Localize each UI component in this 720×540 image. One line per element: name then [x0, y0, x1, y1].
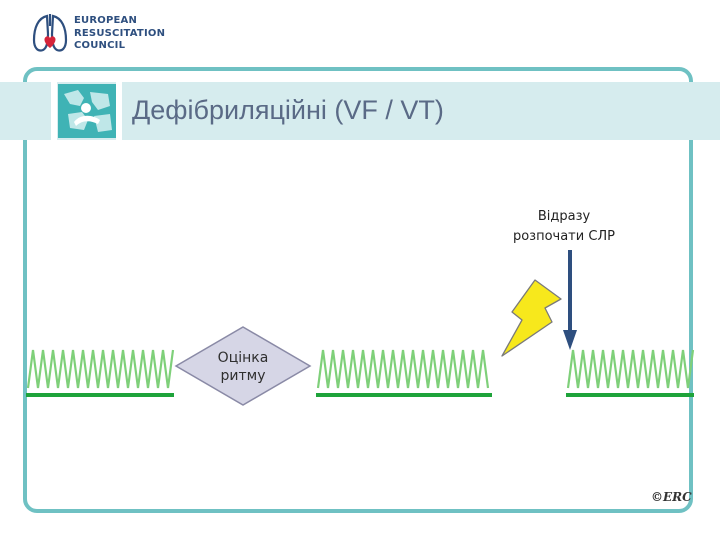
fibrillation-wave-icon: [566, 349, 695, 389]
start-cpr-line-1: Відразу: [537, 209, 591, 224]
baseline: [26, 393, 174, 397]
baseline: [316, 393, 492, 397]
erc-logo: EUROPEAN RESUSCITATION COUNCIL: [30, 12, 170, 58]
page-title: Дефібриляційні (VF / VT): [132, 95, 444, 125]
lungs-heart-icon: [32, 14, 68, 52]
logo-line-2: RESUSCITATION: [74, 27, 166, 39]
fibrillation-wave-icon: [26, 349, 175, 389]
down-arrow-icon: [568, 250, 572, 332]
slide-frame: [23, 67, 693, 513]
logo-text: EUROPEAN RESUSCITATION COUNCIL: [74, 15, 165, 53]
start-cpr-label: Відразу розпочати СЛР: [505, 207, 623, 247]
baseline: [566, 393, 694, 397]
title-separator: [51, 82, 57, 140]
title-separator: [116, 82, 122, 140]
fibrillation-wave-icon: [316, 349, 490, 389]
lightning-bolt-icon: [501, 279, 562, 357]
rhythm-check-label: Оцінка ритму: [205, 349, 281, 385]
logo-line-3: COUNCIL: [74, 40, 126, 51]
start-cpr-line-2: розпочати СЛР: [512, 229, 616, 244]
down-arrow-icon: [563, 330, 577, 350]
rhythm-check-line-2: ритму: [220, 368, 266, 384]
copyright-mark: ©ERC: [651, 490, 692, 504]
rhythm-check-diamond: [174, 326, 312, 406]
rescuer-map-icon: [58, 84, 116, 138]
logo-line-1: EUROPEAN: [74, 15, 138, 26]
rhythm-check-line-1: Оцінка: [217, 350, 269, 366]
